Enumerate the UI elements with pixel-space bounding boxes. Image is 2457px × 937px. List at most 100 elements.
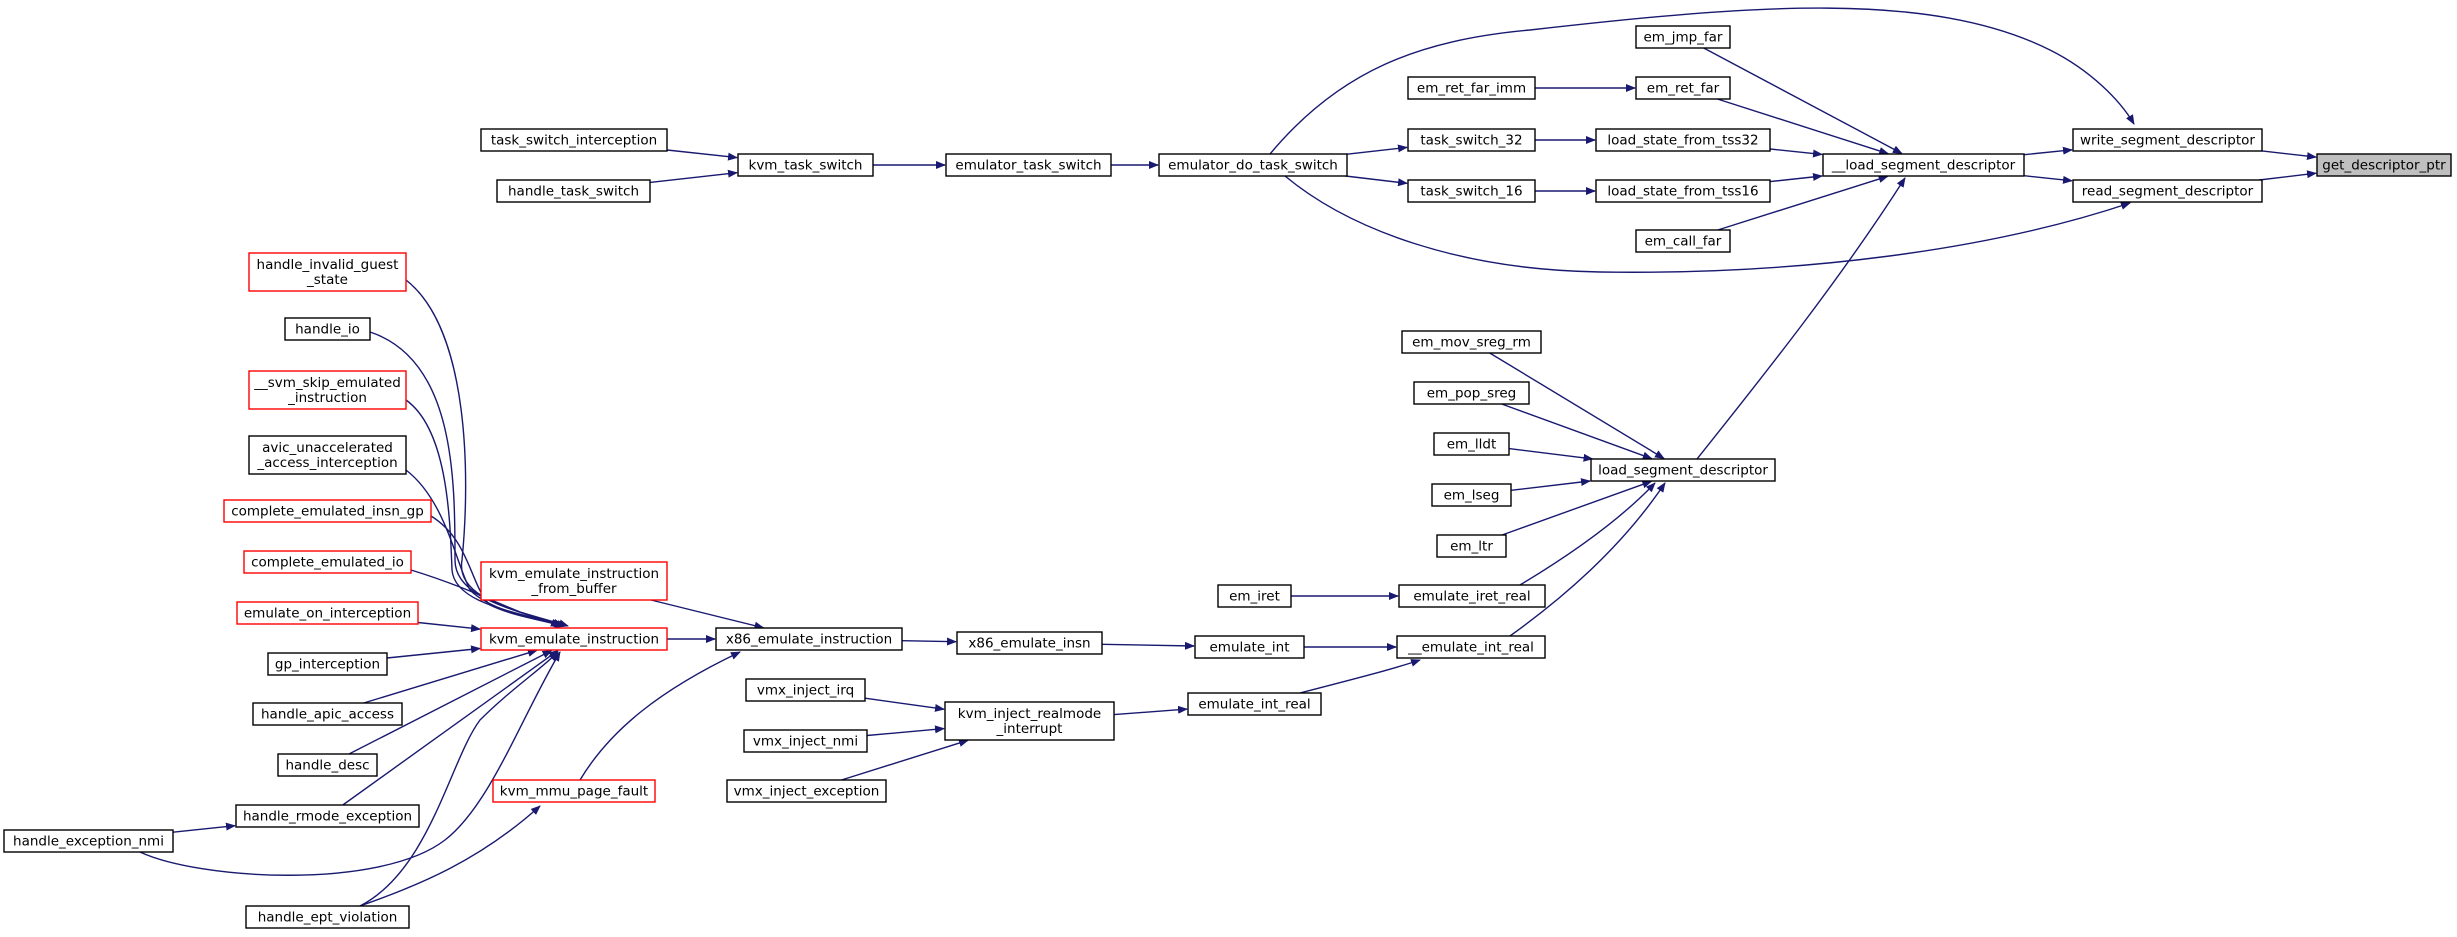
node-handle_task_switch[interactable]: handle_task_switch — [496, 179, 651, 203]
edge-emulator_do_task_switch-to-task_switch_32 — [1346, 144, 1408, 155]
node-box — [480, 627, 668, 651]
node-read_segment_descriptor[interactable]: read_segment_descriptor — [2072, 179, 2263, 203]
node-box — [248, 252, 407, 292]
node-em_ret_far[interactable]: em_ret_far — [1635, 76, 1731, 100]
node-handle_rmode_exception[interactable]: handle_rmode_exception — [235, 804, 420, 828]
node-box — [956, 631, 1103, 655]
node-kvm_task_switch[interactable]: kvm_task_switch — [737, 153, 874, 177]
node-label: emulator_task_switch — [955, 158, 1101, 174]
edge-handle_task_switch-to-kvm_task_switch — [649, 169, 738, 184]
node-get_descriptor_ptr[interactable]: get_descriptor_ptr — [2316, 153, 2452, 177]
edge-handle_ept_violation-to-kvm_emulate_instruction — [359, 651, 559, 907]
node-label: handle_invalid_guest — [257, 257, 399, 273]
node-box — [252, 702, 403, 726]
node-kvm_mmu_page_fault[interactable]: kvm_mmu_page_fault — [492, 779, 656, 803]
node-label: get_descriptor_ptr — [2322, 158, 2446, 174]
node-complete_emulated_io[interactable]: complete_emulated_io — [243, 550, 412, 574]
node-handle_desc[interactable]: handle_desc — [277, 753, 378, 777]
node-em_jmp_far[interactable]: em_jmp_far — [1635, 25, 1731, 49]
node-vmx_inject_irq[interactable]: vmx_inject_irq — [745, 678, 866, 702]
edge-emulator_do_task_switch-to-task_switch_16 — [1345, 175, 1408, 187]
node-label: em_iret — [1229, 589, 1280, 605]
node-em_mov_sreg_rm[interactable]: em_mov_sreg_rm — [1401, 330, 1542, 354]
node-box — [480, 128, 668, 152]
node-em_call_far[interactable]: em_call_far — [1635, 229, 1731, 253]
node-emulator_do_task_switch[interactable]: emulator_do_task_switch — [1158, 153, 1348, 177]
node-write_segment_descriptor[interactable]: write_segment_descriptor — [2072, 128, 2263, 152]
node-label: load_state_from_tss32 — [1607, 133, 1758, 149]
node-handle_invalid_guest_state[interactable]: handle_invalid_guest_state — [248, 252, 407, 292]
node-em_iret[interactable]: em_iret — [1217, 584, 1292, 608]
node-box — [1407, 128, 1536, 152]
node-label: em_mov_sreg_rm — [1412, 335, 1531, 351]
node-task_switch_32[interactable]: task_switch_32 — [1407, 128, 1536, 152]
node-__svm_skip_emulated_instruction[interactable]: __svm_skip_emulated_instruction — [248, 370, 407, 410]
node-emulate_on_interception[interactable]: emulate_on_interception — [236, 601, 419, 625]
node-em_pop_sreg[interactable]: em_pop_sreg — [1413, 381, 1530, 405]
node-x86_emulate_instruction[interactable]: x86_emulate_instruction — [715, 627, 903, 651]
node-box — [1158, 153, 1348, 177]
edge-__load_segment_descriptor-to-write_segment_descriptor — [2023, 146, 2073, 156]
node-kvm_emulate_instruction_from_buffer[interactable]: kvm_emulate_instruction_from_buffer — [480, 561, 668, 601]
node-box — [245, 905, 410, 929]
edge-handle_apic_access-to-kvm_emulate_instruction — [363, 649, 538, 704]
node-complete_emulated_insn_gp[interactable]: complete_emulated_insn_gp — [223, 499, 432, 523]
node-label: em_pop_sreg — [1427, 386, 1517, 402]
node-vmx_inject_nmi[interactable]: vmx_inject_nmi — [743, 729, 868, 753]
node-label: __emulate_int_real — [1407, 640, 1534, 656]
node-task_switch_16[interactable]: task_switch_16 — [1407, 179, 1536, 203]
node-handle_apic_access[interactable]: handle_apic_access — [252, 702, 403, 726]
edge-task_switch_interception-to-kvm_task_switch — [666, 149, 738, 161]
node-box — [743, 729, 868, 753]
node-em_ltr[interactable]: em_ltr — [1436, 534, 1507, 558]
node-__emulate_int_real[interactable]: __emulate_int_real — [1396, 635, 1546, 659]
node-label: emulate_int_real — [1198, 697, 1310, 713]
edge-em_lldt-to-load_segment_descriptor — [1508, 447, 1594, 462]
edge-complete_emulated_insn_gp-to-kvm_emulate_instruction — [430, 515, 567, 628]
node-kvm_emulate_instruction[interactable]: kvm_emulate_instruction — [480, 627, 668, 651]
node-task_switch_interception[interactable]: task_switch_interception — [480, 128, 668, 152]
edge-handle_exception_nmi-to-handle_rmode_exception — [172, 822, 236, 833]
node-emulator_task_switch[interactable]: emulator_task_switch — [945, 153, 1112, 177]
node-label: em_call_far — [1645, 234, 1722, 250]
node-load_state_from_tss16[interactable]: load_state_from_tss16 — [1595, 179, 1771, 203]
node-handle_exception_nmi[interactable]: handle_exception_nmi — [3, 829, 174, 853]
node-box — [2316, 153, 2452, 177]
node-emulate_int[interactable]: emulate_int — [1194, 635, 1305, 659]
node-label: em_ltr — [1450, 539, 1493, 555]
node-box — [745, 678, 866, 702]
node-box — [1595, 179, 1771, 203]
node-em_ret_far_imm[interactable]: em_ret_far_imm — [1407, 76, 1536, 100]
node-gp_interception[interactable]: gp_interception — [267, 652, 388, 676]
node-label: handle_exception_nmi — [13, 834, 164, 850]
node-handle_io[interactable]: handle_io — [284, 317, 371, 341]
node-label: kvm_task_switch — [749, 158, 863, 174]
edge-vmx_inject_irq-to-kvm_inject_realmode_interrupt — [864, 697, 945, 712]
node-emulate_int_real[interactable]: emulate_int_real — [1187, 692, 1322, 716]
node-label: em_lldt — [1447, 437, 1497, 453]
node-vmx_inject_exception[interactable]: vmx_inject_exception — [726, 779, 887, 803]
edge-x86_emulate_insn-to-emulate_int — [1101, 641, 1195, 650]
node-x86_emulate_insn[interactable]: x86_emulate_insn — [956, 631, 1103, 655]
node-box — [1436, 534, 1507, 558]
node-kvm_inject_realmode_interrupt[interactable]: kvm_inject_realmode_interrupt — [944, 701, 1115, 741]
node-em_lldt[interactable]: em_lldt — [1433, 432, 1510, 456]
node-label: kvm_inject_realmode — [958, 706, 1101, 722]
node-__load_segment_descriptor[interactable]: __load_segment_descriptor — [1822, 153, 2025, 177]
node-handle_ept_violation[interactable]: handle_ept_violation — [245, 905, 410, 929]
node-emulate_iret_real[interactable]: emulate_iret_real — [1398, 584, 1546, 608]
node-em_lseg[interactable]: em_lseg — [1431, 483, 1512, 507]
edge-em_mov_sreg_rm-to-load_segment_descriptor — [1489, 352, 1665, 460]
node-label: emulate_on_interception — [244, 606, 411, 622]
node-label: emulate_iret_real — [1413, 589, 1530, 605]
node-load_state_from_tss32[interactable]: load_state_from_tss32 — [1595, 128, 1771, 152]
edge-handle_rmode_exception-to-kvm_emulate_instruction — [342, 650, 559, 806]
node-load_segment_descriptor[interactable]: load_segment_descriptor — [1590, 458, 1776, 482]
node-avic_unaccelerated_access_interception[interactable]: avic_unaccelerated_access_interception — [248, 435, 407, 475]
node-box — [1635, 76, 1731, 100]
node-box — [235, 804, 420, 828]
edge-x86_emulate_instruction-to-x86_emulate_insn — [901, 637, 957, 646]
node-label: kvm_emulate_instruction — [489, 566, 659, 582]
node-label: x86_emulate_instruction — [726, 632, 892, 648]
